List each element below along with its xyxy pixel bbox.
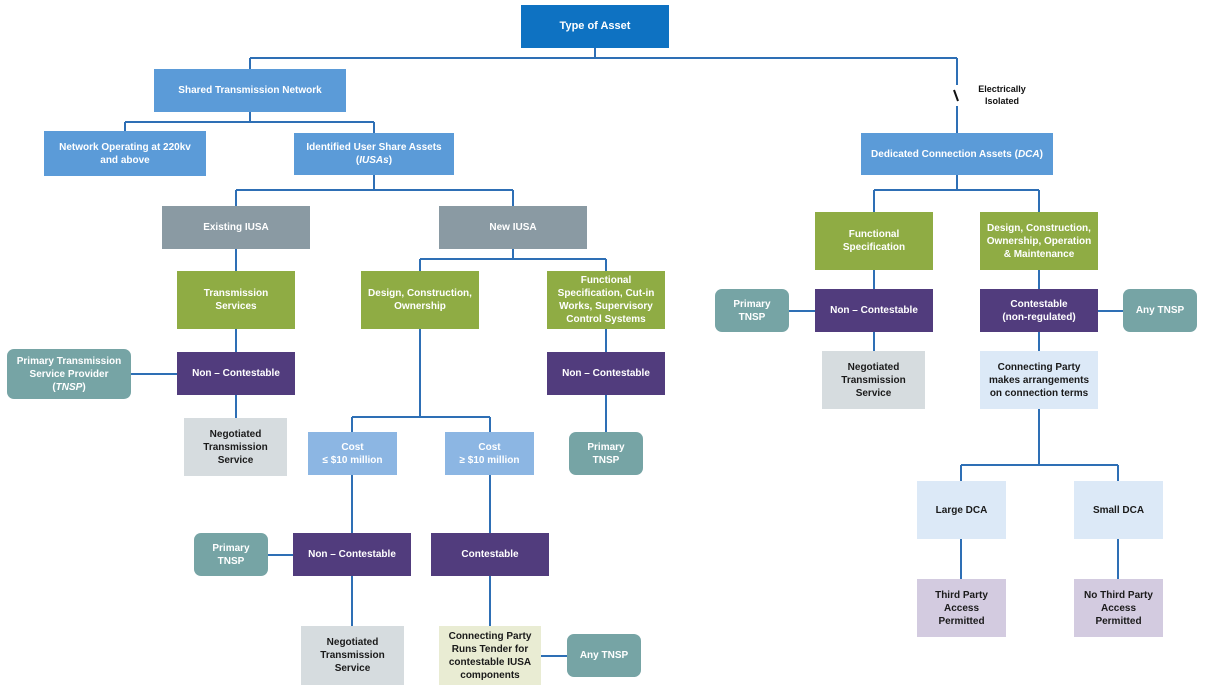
primary-tnsp-provider-abbr: TNSP	[55, 381, 83, 393]
negotiated-service-box-2: Negotiated Transmission Service	[301, 626, 404, 685]
iusa-box: Identified User Share Assets(IUSAs)	[294, 133, 454, 175]
primary-tnsp-provider-label: Primary Transmission Service Provider	[16, 355, 122, 380]
any-tnsp-box-2: Any TNSP	[1123, 289, 1197, 332]
third-party-permitted-label: Third Party Access Permitted	[935, 589, 988, 627]
no-third-party-label: No Third Party Access Permitted	[1084, 589, 1153, 627]
iusa-text: Identified User Share Assets(IUSAs)	[306, 142, 442, 166]
connecting-party-tender-box: Connecting Party Runs Tender for contest…	[439, 626, 541, 685]
non-contestable-box-3: Non – Contestable	[293, 533, 411, 576]
primary-tnsp-label-2: Primary TNSP	[212, 542, 250, 567]
non-contestable-label-1: Non – Contestable	[192, 368, 280, 379]
primary-tnsp-label-3: Primary TNSP	[587, 441, 625, 466]
functional-spec-label: Functional Specification	[842, 229, 906, 253]
functional-spec-cutin-box: Functional Specification, Cut-in Works, …	[547, 271, 665, 329]
dca-box: Dedicated Connection Assets (DCA)	[861, 133, 1053, 175]
any-tnsp-label-1: Any TNSP	[579, 650, 629, 661]
transmission-services-label: Transmission Services	[203, 288, 269, 312]
any-tnsp-label-2: Any TNSP	[1135, 305, 1185, 316]
cost-low-label: Cost	[341, 441, 364, 453]
design-construction-ownership-box: Design, Construction, Ownership	[361, 271, 479, 329]
primary-tnsp-provider-box: Primary Transmission Service Provider(TN…	[7, 349, 131, 399]
electrically-isolated-label: Electrically Isolated	[978, 84, 1026, 107]
non-contestable-box-4: Non – Contestable	[815, 289, 933, 332]
negotiated-service-box-1: Negotiated Transmission Service	[184, 418, 287, 476]
shared-network-label: Shared Transmission Network	[178, 85, 322, 96]
small-dca-box: Small DCA	[1074, 481, 1163, 539]
large-dca-label: Large DCA	[935, 504, 988, 516]
primary-tnsp-label-4: Primary TNSP	[733, 298, 771, 323]
design-construction-ownership-label: Design, Construction, Ownership	[368, 288, 472, 312]
negotiated-service-label-1: Negotiated Transmission Service	[203, 428, 268, 466]
network-220kv-label: Network Operating at 220kv and above	[59, 141, 191, 166]
iusa-abbr: IUSAs	[359, 155, 389, 166]
any-tnsp-box-1: Any TNSP	[567, 634, 641, 677]
connecting-party-arrangements-box: Connecting Party makes arrangements on c…	[980, 351, 1098, 409]
non-contestable-box-1: Non – Contestable	[177, 352, 295, 395]
large-dca-box: Large DCA	[917, 481, 1006, 539]
connecting-party-tender-label: Connecting Party Runs Tender for contest…	[448, 630, 532, 681]
negotiated-service-label-2: Negotiated Transmission Service	[320, 637, 385, 674]
primary-tnsp-box-3: Primary TNSP	[569, 432, 643, 475]
cost-low-box: Cost≤ $10 million	[308, 432, 397, 475]
functional-spec-cutin-label: Functional Specification, Cut-in Works, …	[557, 275, 655, 325]
primary-tnsp-box-2: Primary TNSP	[194, 533, 268, 576]
existing-iusa-box: Existing IUSA	[162, 206, 310, 249]
type-of-asset-box: Type of Asset	[521, 5, 669, 48]
cost-high-box: Cost≥ $10 million	[445, 432, 534, 475]
non-contestable-label-2: Non – Contestable	[562, 368, 650, 379]
cost-high-label: Cost	[478, 441, 501, 453]
shared-network-box: Shared Transmission Network	[154, 69, 346, 112]
dca-label: Dedicated Connection Assets	[871, 148, 1012, 160]
contestable-label-1: Contestable	[461, 549, 519, 560]
non-contestable-box-2: Non – Contestable	[547, 352, 665, 395]
primary-tnsp-provider-text: Primary Transmission Service Provider(TN…	[16, 355, 122, 393]
cost-high-text: Cost≥ $10 million	[460, 441, 520, 467]
type-of-asset-label: Type of Asset	[559, 20, 631, 33]
contestable-nonreg-label: Contestable (non-regulated)	[1002, 298, 1076, 323]
transmission-services-box: Transmission Services	[177, 271, 295, 329]
non-contestable-label-4: Non – Contestable	[830, 305, 918, 316]
functional-spec-box: Functional Specification	[815, 212, 933, 270]
cost-low-value: ≤ $10 million	[322, 454, 383, 466]
non-contestable-label-3: Non – Contestable	[308, 549, 396, 560]
small-dca-label: Small DCA	[1092, 504, 1145, 516]
primary-tnsp-box-4: Primary TNSP	[715, 289, 789, 332]
design-operation-label: Design, Construction, Ownership, Operati…	[986, 222, 1092, 260]
dca-abbr: DCA	[1017, 148, 1040, 160]
contestable-nonreg-box: Contestable (non-regulated)	[980, 289, 1098, 332]
existing-iusa-label: Existing IUSA	[203, 222, 269, 233]
contestable-box-1: Contestable	[431, 533, 549, 576]
network-220kv-box: Network Operating at 220kv and above	[44, 131, 206, 176]
new-iusa-box: New IUSA	[439, 206, 587, 249]
iusa-label: Identified User Share Assets	[306, 142, 442, 153]
cost-high-value: ≥ $10 million	[459, 454, 520, 466]
cost-low-text: Cost≤ $10 million	[323, 441, 383, 467]
third-party-permitted-box: Third Party Access Permitted	[917, 579, 1006, 637]
no-third-party-box: No Third Party Access Permitted	[1074, 579, 1163, 637]
dca-text: Dedicated Connection Assets (DCA)	[871, 148, 1043, 160]
design-operation-box: Design, Construction, Ownership, Operati…	[980, 212, 1098, 270]
negotiated-service-label-3: Negotiated Transmission Service	[841, 361, 906, 399]
new-iusa-label: New IUSA	[489, 222, 537, 233]
negotiated-service-box-3: Negotiated Transmission Service	[822, 351, 925, 409]
connecting-party-arrangements-label: Connecting Party makes arrangements on c…	[988, 361, 1090, 399]
